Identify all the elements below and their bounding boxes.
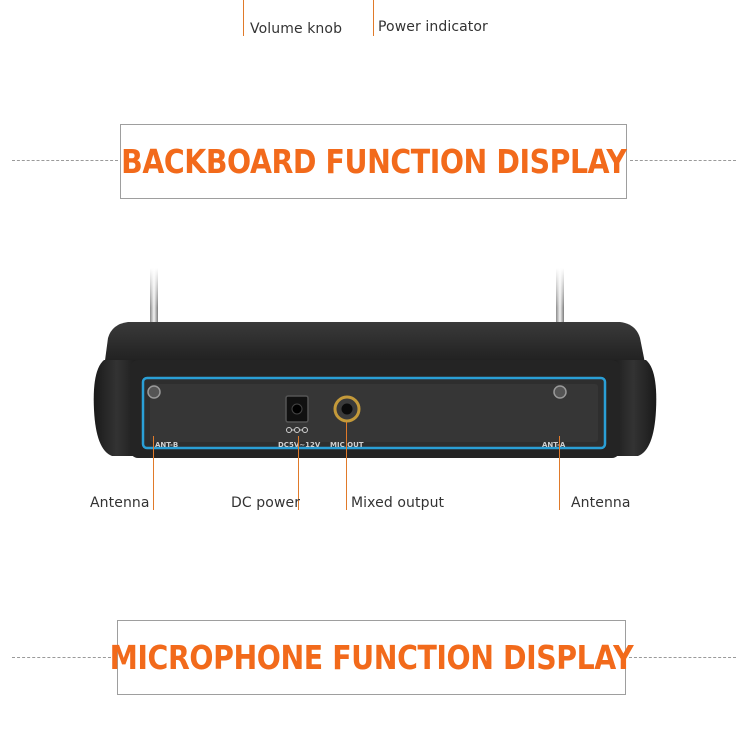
mic-out-jack xyxy=(333,395,361,423)
mixed-output-label: Mixed output xyxy=(351,495,445,511)
microphone-banner: MICROPHONE FUNCTION DISPLAY xyxy=(110,620,634,695)
volume-knob-leader xyxy=(243,0,244,36)
microphone-banner-title: MICROPHONE FUNCTION DISPLAY xyxy=(109,638,634,677)
device-front xyxy=(130,360,620,458)
dc-polarity-icon xyxy=(286,427,308,433)
antenna-right-leader xyxy=(559,436,560,510)
antenna-right-label: Antenna xyxy=(571,495,631,511)
device-top xyxy=(104,322,646,368)
antenna-left-leader xyxy=(153,436,154,510)
microphone-dash-left xyxy=(12,657,116,658)
backboard-dash-right xyxy=(630,160,736,161)
mixed-output-leader xyxy=(346,422,347,510)
device-right-side xyxy=(610,360,657,456)
dc-power-label: DC power xyxy=(231,495,301,511)
power-indicator-label: Power indicator xyxy=(378,19,488,35)
dc-jack xyxy=(285,395,309,423)
ant-b-text: ANT-B xyxy=(155,441,178,449)
backboard-dash-left xyxy=(12,160,118,161)
antenna-right-rod xyxy=(556,268,564,386)
antenna-left-label: Antenna xyxy=(90,495,150,511)
back-panel xyxy=(141,376,607,450)
antenna-left-rod xyxy=(150,268,158,386)
backboard-banner: BACKBOARD FUNCTION DISPLAY xyxy=(120,124,627,199)
power-indicator-leader xyxy=(373,0,374,36)
device-left-side xyxy=(93,360,140,456)
backboard-banner-title: BACKBOARD FUNCTION DISPLAY xyxy=(120,142,627,181)
microphone-dash-right xyxy=(629,657,736,658)
dc-power-leader xyxy=(298,436,299,510)
dc-text: DC5V~12V xyxy=(278,441,321,449)
ant-a-text: ANT-A xyxy=(542,441,566,449)
volume-knob-label: Volume knob xyxy=(250,21,343,37)
